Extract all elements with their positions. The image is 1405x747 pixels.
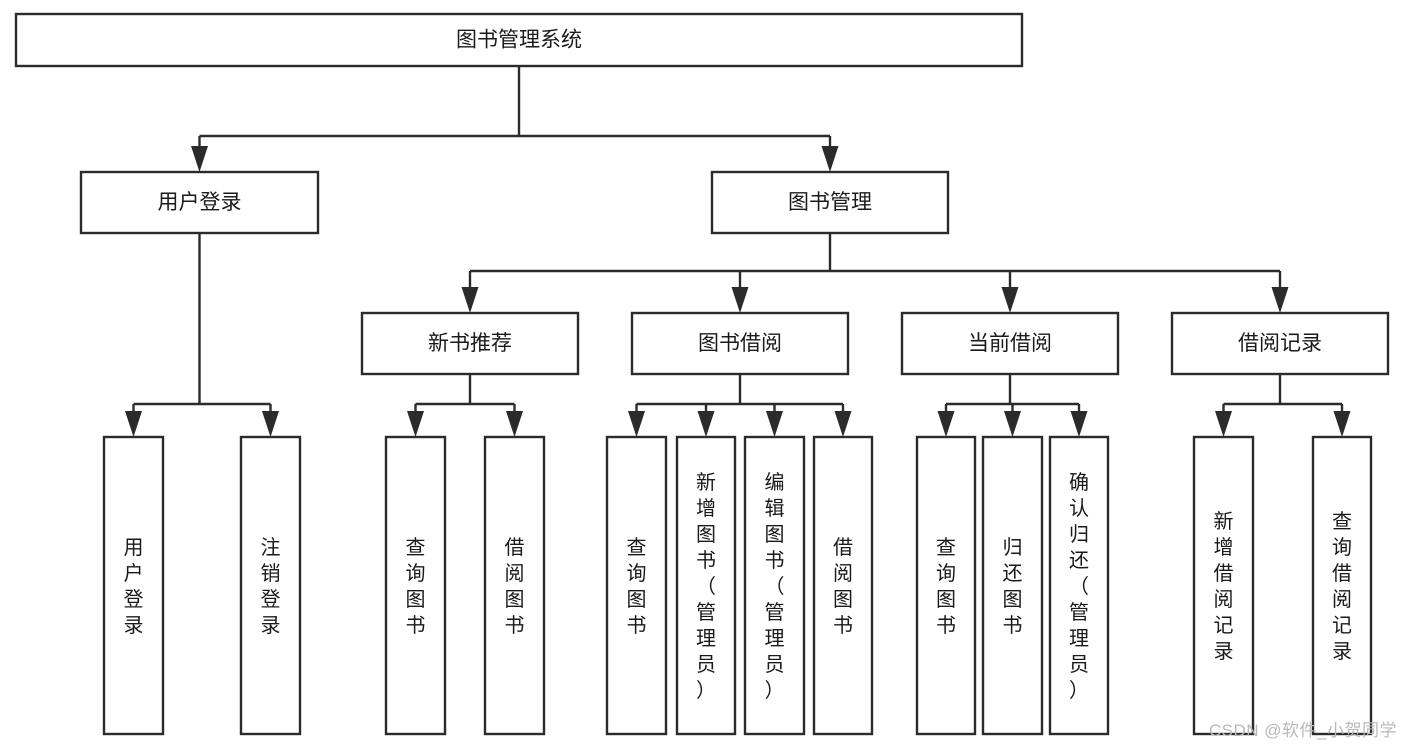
node-box[interactable] xyxy=(812,435,874,736)
node-bookmgr[interactable]: 图书管理 xyxy=(710,170,950,235)
node-box[interactable] xyxy=(1048,435,1110,736)
node-label: 新增借阅记录 xyxy=(1214,510,1234,663)
node-label: 借阅记录 xyxy=(1238,332,1322,355)
node-label: 图书管理系统 xyxy=(456,29,582,52)
arrow-head-icon xyxy=(1001,287,1019,313)
arrow-head-icon xyxy=(1333,411,1351,437)
node-leaf5[interactable]: 查询图书 xyxy=(605,435,668,736)
arrow-head-icon xyxy=(834,411,852,437)
node-label: 查询借阅记录 xyxy=(1332,510,1352,663)
node-label: 查询图书 xyxy=(406,536,426,637)
node-label: 借阅图书 xyxy=(505,536,525,637)
node-login[interactable]: 用户登录 xyxy=(79,170,320,235)
node-box[interactable] xyxy=(360,311,580,376)
node-box[interactable] xyxy=(981,435,1044,736)
watermark: CSDN @软件_小贺同学 xyxy=(1208,721,1397,740)
node-label: 新书推荐 xyxy=(428,332,512,355)
arrow-head-icon xyxy=(937,411,955,437)
connector-group-root xyxy=(191,66,839,172)
arrow-head-icon xyxy=(1070,411,1088,437)
arrow-head-icon xyxy=(766,411,783,437)
arrow-head-icon xyxy=(125,411,142,437)
node-label: 编辑图书（管理员） xyxy=(765,471,785,702)
connector-group-newbook xyxy=(407,374,523,437)
node-label: 新增图书（管理员） xyxy=(696,471,716,702)
node-label: 用户登录 xyxy=(124,537,144,637)
node-label: 查询图书 xyxy=(936,536,956,637)
arrow-head-icon xyxy=(821,146,839,172)
node-box[interactable] xyxy=(1170,311,1390,376)
connector-layer xyxy=(125,66,1351,437)
node-box[interactable] xyxy=(743,435,806,736)
node-box[interactable] xyxy=(483,435,546,736)
connector-group-records xyxy=(1215,374,1351,437)
arrow-head-icon xyxy=(731,287,749,313)
node-records[interactable]: 借阅记录 xyxy=(1170,311,1390,376)
node-label: 注销登录 xyxy=(261,536,281,637)
node-leaf7[interactable]: 编辑图书（管理员） xyxy=(743,435,806,736)
node-label: 图书管理 xyxy=(788,191,872,214)
arrow-head-icon xyxy=(1004,411,1021,437)
node-box[interactable] xyxy=(710,170,950,235)
node-box[interactable] xyxy=(900,311,1120,376)
node-box[interactable] xyxy=(79,170,320,235)
node-box[interactable] xyxy=(239,435,302,736)
node-leaf8[interactable]: 借阅图书 xyxy=(812,435,874,736)
connector-group-borrow xyxy=(628,374,852,437)
node-leaf1[interactable]: 用户登录 xyxy=(102,435,165,736)
node-label: 归还图书 xyxy=(1003,536,1023,637)
node-root[interactable]: 图书管理系统 xyxy=(14,12,1024,68)
node-leaf13[interactable]: 查询借阅记录 xyxy=(1311,435,1373,736)
node-label: 用户登录 xyxy=(158,191,242,214)
node-layer: 图书管理系统用户登录图书管理新书推荐图书借阅当前借阅借阅记录用户登录注销登录查询… xyxy=(14,12,1390,736)
node-leaf10[interactable]: 归还图书 xyxy=(981,435,1044,736)
arrow-head-icon xyxy=(697,411,715,437)
node-box[interactable] xyxy=(1311,435,1373,736)
arrow-head-icon xyxy=(506,411,523,437)
node-box[interactable] xyxy=(915,435,977,736)
node-label: 确认归还（管理员） xyxy=(1069,471,1089,702)
node-label: 当前借阅 xyxy=(968,332,1052,355)
connector-group-bookmgr xyxy=(461,233,1289,313)
arrow-head-icon xyxy=(1271,287,1289,313)
arrow-head-icon xyxy=(191,146,208,172)
node-leaf2[interactable]: 注销登录 xyxy=(239,435,302,736)
arrow-head-icon xyxy=(1215,411,1232,437)
node-label: 图书借阅 xyxy=(698,332,782,355)
node-box[interactable] xyxy=(630,311,850,376)
node-borrow[interactable]: 图书借阅 xyxy=(630,311,850,376)
arrow-head-icon xyxy=(407,411,424,437)
node-leaf3[interactable]: 查询图书 xyxy=(384,435,447,736)
node-leaf6[interactable]: 新增图书（管理员） xyxy=(675,435,737,736)
node-box[interactable] xyxy=(384,435,447,736)
node-leaf9[interactable]: 查询图书 xyxy=(915,435,977,736)
node-leaf12[interactable]: 新增借阅记录 xyxy=(1192,435,1255,736)
node-current[interactable]: 当前借阅 xyxy=(900,311,1120,376)
node-label: 借阅图书 xyxy=(833,536,853,637)
node-box[interactable] xyxy=(605,435,668,736)
node-leaf11[interactable]: 确认归还（管理员） xyxy=(1048,435,1110,736)
node-box[interactable] xyxy=(102,435,165,736)
arrow-head-icon xyxy=(262,411,279,437)
connector-group-login xyxy=(125,233,279,437)
connector-group-current xyxy=(937,374,1088,437)
node-newbook[interactable]: 新书推荐 xyxy=(360,311,580,376)
node-box[interactable] xyxy=(14,12,1024,68)
node-leaf4[interactable]: 借阅图书 xyxy=(483,435,546,736)
arrow-head-icon xyxy=(628,411,645,437)
node-label: 查询图书 xyxy=(627,536,647,637)
node-box[interactable] xyxy=(675,435,737,736)
node-box[interactable] xyxy=(1192,435,1255,736)
arrow-head-icon xyxy=(461,287,479,313)
